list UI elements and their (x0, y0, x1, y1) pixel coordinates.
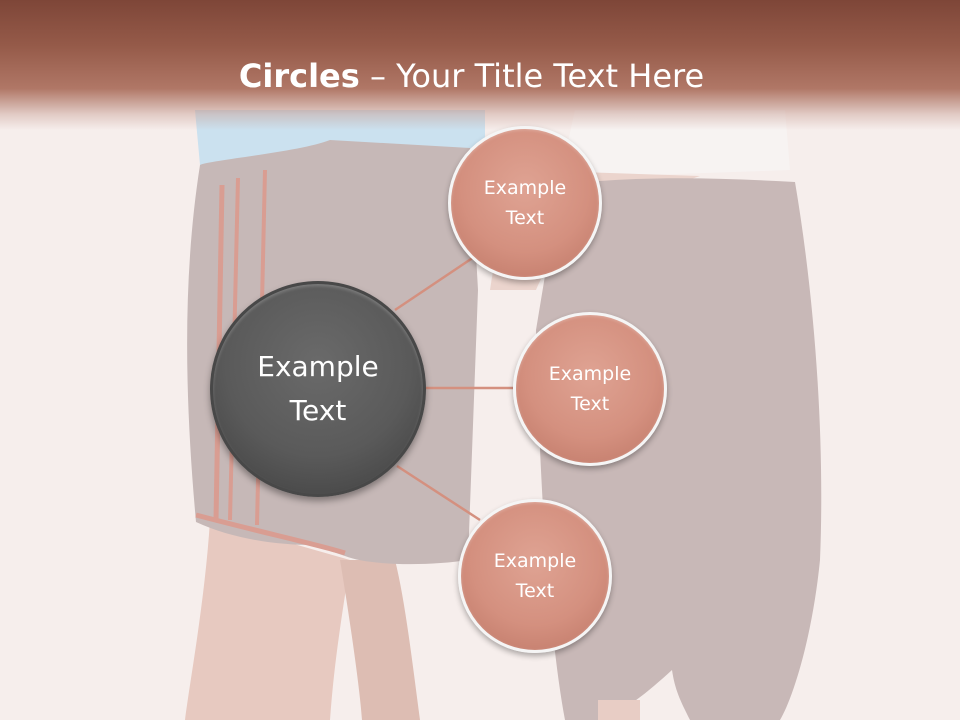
title-rest: – Your Title Text Here (359, 57, 705, 95)
satellite-circle-label: Example Text (493, 550, 577, 602)
satellite-circle-label: Example Text (548, 363, 632, 415)
connector-1 (394, 253, 478, 312)
satellite-circle[interactable]: Example Text (448, 126, 602, 280)
connector-3 (396, 464, 481, 522)
title-bar (0, 0, 960, 130)
center-circle-label: Example Text (257, 350, 379, 427)
slide-title: Circles – Your Title Text Here (0, 54, 943, 98)
satellite-circle[interactable]: Example Text (458, 499, 612, 653)
center-circle[interactable]: Example Text (210, 281, 426, 497)
satellite-circle-label: Example Text (483, 177, 567, 229)
title-bold: Circles (238, 57, 360, 95)
satellite-circle[interactable]: Example Text (513, 312, 667, 466)
